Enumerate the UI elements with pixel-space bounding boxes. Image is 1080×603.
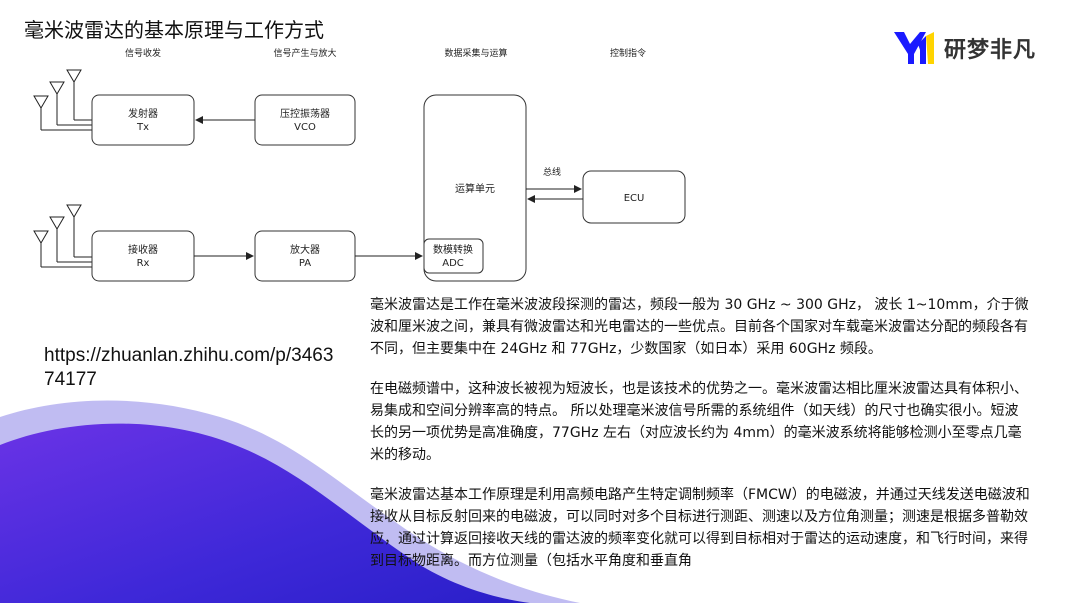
pa-sub-label: PA bbox=[299, 258, 311, 269]
tx-sub-label: Tx bbox=[136, 122, 149, 133]
vco-sub-label: VCO bbox=[294, 122, 316, 133]
adc-label: 数模转换 bbox=[433, 243, 473, 256]
rx-box bbox=[91, 230, 195, 282]
rx-sub-label: Rx bbox=[137, 258, 150, 269]
radar-block-diagram: 信号收发 信号产生与放大 数据采集与运算 控制指令 发射器 T bbox=[33, 47, 686, 282]
section-label-signal-txrx: 信号收发 bbox=[125, 47, 161, 59]
ecu-box bbox=[582, 170, 686, 224]
tx-label: 发射器 bbox=[128, 107, 158, 120]
vco-label: 压控振荡器 bbox=[280, 107, 330, 120]
source-url: https://zhuanlan.zhihu.com/p/346374177 bbox=[44, 345, 334, 390]
paragraph-2: 在电磁频谱中，这种波长被视为短波长，也是该技术的优势之一。毫米波雷达相比厘米波雷… bbox=[370, 381, 1028, 463]
page-title: 毫米波雷达的基本原理与工作方式 bbox=[24, 18, 324, 42]
paragraph-3: 毫米波雷达基本工作原理是利用高频电路产生特定调制频率（FMCW）的电磁波，并通过… bbox=[370, 487, 1030, 569]
rx-antenna-icon bbox=[33, 204, 92, 268]
body-text: 毫米波雷达是工作在毫米波波段探测的雷达，频段一般为 30 GHz ~ 300 G… bbox=[370, 294, 1030, 590]
bus-label: 总线 bbox=[543, 166, 561, 178]
decorative-wave bbox=[0, 400, 580, 603]
ecu-label: ECU bbox=[624, 193, 645, 204]
adc-sub-label: ADC bbox=[442, 258, 464, 269]
rx-label: 接收器 bbox=[128, 243, 158, 256]
pa-label: 放大器 bbox=[290, 243, 320, 256]
cpu-label: 运算单元 bbox=[455, 182, 495, 195]
paragraph-1: 毫米波雷达是工作在毫米波波段探测的雷达，频段一般为 30 GHz ~ 300 G… bbox=[370, 297, 1029, 357]
section-label-control: 控制指令 bbox=[610, 47, 646, 59]
section-label-data-acq: 数据采集与运算 bbox=[444, 47, 507, 59]
pa-box bbox=[254, 230, 356, 282]
logo: 研梦非凡 bbox=[892, 30, 1036, 66]
cpu-box bbox=[423, 94, 527, 282]
logo-text: 研梦非凡 bbox=[944, 38, 1037, 63]
tx-box bbox=[91, 94, 195, 146]
vco-box bbox=[254, 94, 356, 146]
adc-box bbox=[423, 238, 484, 274]
tx-antenna-icon bbox=[33, 69, 92, 131]
section-label-signal-gen: 信号产生与放大 bbox=[273, 47, 336, 59]
ym-logo-icon bbox=[894, 32, 934, 64]
